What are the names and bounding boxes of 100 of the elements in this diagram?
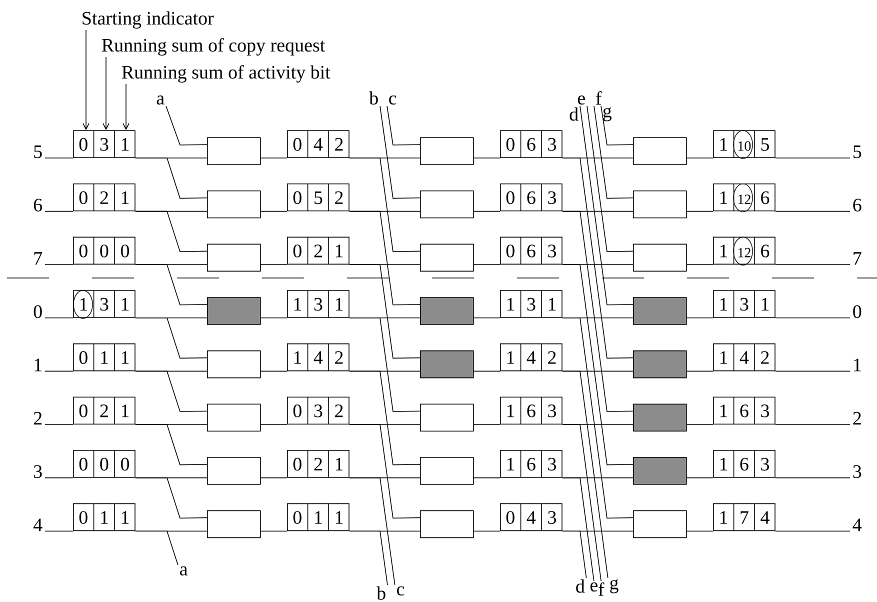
signal-line: [260, 530, 288, 532]
adder-box: [420, 244, 474, 272]
row-number: 4: [852, 518, 862, 532]
signal-line: [260, 477, 288, 478]
signal-line: [775, 477, 850, 478]
connection-line: [135, 210, 208, 252]
connection-line: [562, 370, 608, 578]
number-cells: 0 0 0: [73, 450, 136, 478]
signal-line: [260, 424, 288, 425]
connection-line: [135, 477, 208, 518]
adder-box: [633, 190, 687, 218]
line-label: g: [610, 579, 618, 594]
number-cells: 0 3 1: [73, 130, 136, 158]
adder-box: [420, 404, 474, 432]
number-cells: 1 4 2: [287, 343, 350, 372]
row-number: 1: [854, 358, 861, 372]
signal-line: [260, 264, 288, 265]
connection-line: [349, 318, 420, 412]
connection-line: [349, 370, 420, 466]
number-cells: 0 4 3: [500, 503, 562, 532]
number-cells: 0 2 1: [287, 450, 350, 478]
number-cells: 1 6 3: [713, 450, 776, 478]
line-label: b: [376, 586, 386, 600]
adder-box: [420, 350, 474, 378]
number-cells: 0 3 2: [287, 396, 350, 424]
connection-line: [562, 530, 587, 578]
connection-line: [135, 424, 208, 466]
row-number: 1: [34, 358, 42, 372]
adder-box: [420, 510, 474, 538]
number-cells: 1 3 1: [73, 290, 136, 318]
number-cells: 1 6 3: [500, 396, 562, 424]
number-cells: 0 6 3: [500, 236, 562, 265]
signal-line: [473, 530, 500, 532]
adder-box: [633, 244, 687, 272]
number-cells: 0 4 2: [287, 130, 350, 158]
adder-box: [633, 350, 687, 378]
number-cells: 1 4 2: [500, 343, 562, 372]
adder-box: [633, 137, 687, 165]
signal-line: [686, 424, 714, 425]
adder-box: [207, 350, 261, 378]
row-number: 2: [34, 412, 42, 424]
row-number: 6: [34, 198, 42, 212]
number-cells: 1 12 6: [713, 236, 776, 265]
connection-line: [135, 530, 178, 566]
adder-box: [420, 137, 474, 165]
signal-line: [775, 370, 850, 372]
leader-arrow: [82, 30, 90, 130]
signal-line: [44, 264, 74, 265]
signal-line: [473, 424, 500, 425]
number-cells: 0 1 1: [73, 343, 136, 372]
connection-line: [135, 264, 208, 306]
signal-line: [775, 424, 850, 425]
signal-line: [473, 264, 500, 265]
number-cells: 1 3 1: [500, 290, 562, 318]
connection-line: [349, 264, 420, 359]
signal-line: [260, 370, 288, 372]
signal-line: [686, 210, 714, 212]
adder-box: [207, 244, 261, 272]
annotation-text: Running sum of copy request: [102, 38, 326, 56]
line-label: g: [603, 107, 612, 122]
connection-line: [562, 318, 634, 518]
row-number: 7: [34, 252, 42, 265]
number-cells: 0 2 1: [287, 236, 350, 265]
signal-line: [44, 477, 74, 478]
number-cells: 1 3 1: [713, 290, 776, 318]
number-cells: 1 3 1: [287, 290, 350, 318]
row-number: 4: [33, 518, 42, 532]
adder-box: [633, 404, 687, 432]
connection-line: [135, 158, 208, 199]
signal-line: [686, 477, 714, 478]
connection-line: [562, 210, 634, 412]
connection-line: [580, 106, 634, 306]
signal-line: [473, 210, 500, 212]
signal-line: [44, 530, 74, 532]
signal-line: [44, 424, 74, 425]
connection-line: [562, 264, 634, 466]
number-cells: 1 12 6: [713, 184, 776, 212]
connection-line: [562, 158, 634, 359]
adder-box: [420, 297, 474, 325]
connection-line: [562, 477, 594, 582]
connection-line: [349, 530, 388, 586]
number-cells: 0 6 3: [500, 184, 562, 212]
signal-line: [44, 370, 74, 372]
number-cells: 0 2 1: [73, 184, 136, 212]
adder-box: [207, 510, 261, 538]
row-number: 2: [853, 412, 861, 424]
number-cells: 0 1 1: [73, 503, 136, 532]
number-cells: 0 0 0: [73, 236, 136, 265]
adder-box: [420, 190, 474, 218]
leader-arrow: [102, 56, 110, 130]
connection-line: [166, 106, 208, 146]
signal-line: [686, 264, 714, 265]
adder-box: [207, 190, 261, 218]
connection-line: [380, 106, 420, 199]
signal-line: [473, 370, 500, 372]
number-cells: 0 6 3: [500, 130, 562, 158]
signal-line: [775, 210, 850, 212]
number-cells: 1 10 5: [713, 130, 776, 158]
connection-line: [135, 318, 208, 359]
connection-line: [594, 106, 634, 199]
